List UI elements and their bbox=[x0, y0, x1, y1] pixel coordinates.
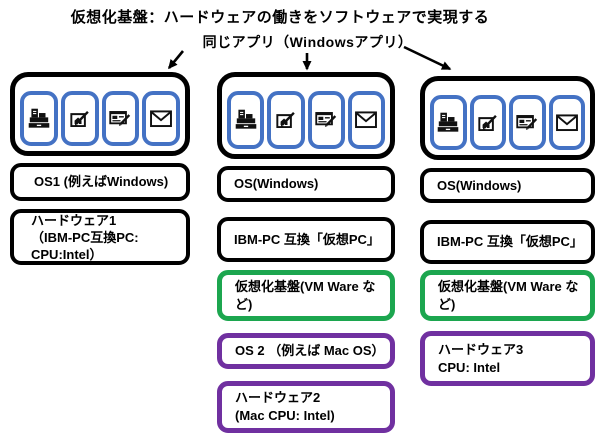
box-virtual-pc: IBM-PC 互換「仮想PC」 bbox=[217, 217, 395, 262]
box-os2-mac: OS 2 （例えば Mac OS） bbox=[217, 333, 395, 369]
box-label: ど) bbox=[235, 296, 253, 312]
box-label: OS1 (例えばWindows) bbox=[34, 174, 169, 189]
app-tile bbox=[509, 95, 546, 150]
box-label: OS(Windows) bbox=[234, 176, 319, 191]
app-tile bbox=[430, 95, 467, 150]
app-tile bbox=[469, 95, 506, 150]
box-virtual-pc: IBM-PC 互換「仮想PC」 bbox=[420, 220, 595, 264]
arrow-to-left-column bbox=[167, 50, 185, 70]
mail-icon bbox=[555, 113, 578, 131]
box-label: CPU: Intel bbox=[438, 359, 501, 375]
box-label: IBM-PC 互換「仮想PC」 bbox=[437, 234, 583, 249]
box-label: 仮想化基盤(VM Ware な bbox=[235, 278, 376, 294]
box-label: （IBM-PC互換PC: bbox=[31, 229, 139, 245]
box-label: OS(Windows) bbox=[437, 177, 522, 193]
app-window bbox=[10, 72, 190, 156]
app-tile bbox=[20, 91, 58, 146]
diagram-subtitle: 同じアプリ（Windowsアプリ） bbox=[202, 34, 413, 50]
app-tile bbox=[60, 91, 99, 146]
box-virtualization-layer: 仮想化基盤(VM Ware な ど) bbox=[217, 270, 395, 321]
box-hardware2: ハードウェア2 (Mac CPU: Intel) bbox=[217, 381, 395, 433]
box-hardware1: ハードウェア1 （IBM-PC互換PC: CPU:Intel） bbox=[10, 209, 190, 265]
box-os1: OS1 (例えばWindows) bbox=[10, 163, 190, 201]
mail-icon bbox=[355, 111, 378, 129]
mail-icon bbox=[150, 109, 173, 127]
cash-register-icon bbox=[28, 108, 50, 128]
box-label: OS 2 （例えば Mac OS） bbox=[235, 343, 385, 358]
form-editor-icon bbox=[315, 112, 337, 127]
box-os-windows: OS(Windows) bbox=[420, 168, 595, 203]
form-editor-icon bbox=[516, 114, 538, 130]
box-label: ハードウェア3 bbox=[438, 341, 524, 357]
box-label: ど) bbox=[438, 296, 456, 312]
app-tile bbox=[548, 95, 585, 150]
app-tile bbox=[307, 91, 345, 149]
box-label: IBM-PC 互換「仮想PC」 bbox=[234, 231, 380, 247]
form-editor-icon bbox=[109, 110, 131, 126]
blueprint-design-icon bbox=[69, 110, 89, 127]
app-tile bbox=[347, 91, 385, 149]
blueprint-design-icon bbox=[276, 112, 295, 129]
box-label: 仮想化基盤(VM Ware な bbox=[438, 278, 579, 294]
app-window bbox=[217, 72, 395, 159]
box-label: (Mac CPU: Intel) bbox=[235, 408, 335, 423]
box-hardware3: ハードウェア3 CPU: Intel bbox=[420, 331, 595, 386]
box-label: ハードウェア2 bbox=[235, 390, 321, 405]
app-window bbox=[420, 76, 595, 160]
blueprint-design-icon bbox=[478, 114, 497, 131]
app-tile bbox=[267, 91, 305, 149]
cash-register-icon bbox=[235, 109, 256, 129]
app-tile bbox=[227, 91, 265, 149]
box-virtualization-layer: 仮想化基盤(VM Ware な ど) bbox=[420, 270, 595, 321]
app-tile bbox=[101, 91, 140, 146]
app-tile bbox=[142, 91, 180, 146]
box-os-windows: OS(Windows) bbox=[217, 166, 395, 202]
box-label: CPU:Intel） bbox=[31, 246, 103, 262]
diagram-title: 仮想化基盤：ハードウェアの働きをソフトウェアで実現する bbox=[70, 9, 490, 26]
cash-register-icon bbox=[437, 112, 459, 132]
box-label: ハードウェア1 bbox=[31, 212, 117, 228]
